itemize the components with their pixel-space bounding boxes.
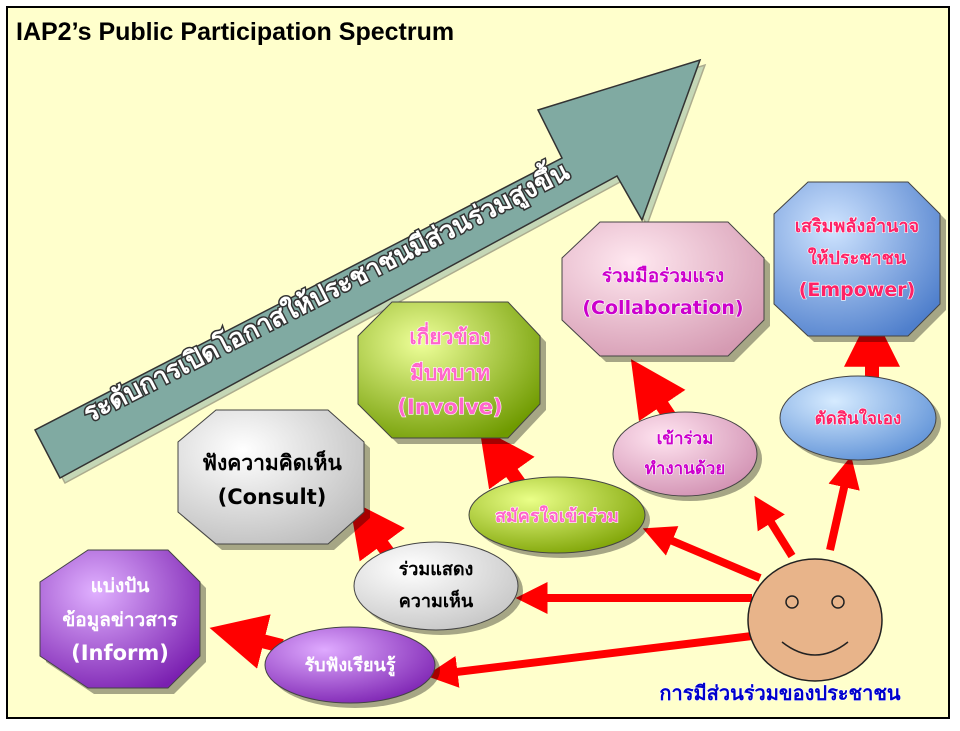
involve-line-2: มีบทบาท [410, 361, 490, 385]
action-express: ร่วมแสดง ความเห็น [353, 541, 523, 635]
empower-line-1: เสริมพลังอำนาจ [795, 216, 919, 237]
consult-line-1: ฟังความคิดเห็น [202, 449, 342, 475]
collab-line-2: (Collaboration) [582, 297, 743, 319]
arrow-to-listen [425, 632, 753, 688]
consult-line-2: (Consult) [218, 485, 327, 509]
participate-line-2: ทำงานด้วย [645, 459, 726, 479]
page-title: IAP2’s Public Participation Spectrum [16, 18, 454, 46]
person-arrows [425, 455, 860, 688]
person-caption: การมีส่วนร่วมของประชาชน [659, 681, 901, 705]
action-listen: รับฟังเรียนรู้ [264, 626, 440, 708]
involve-line-1: เกี่ยวข้อง [409, 321, 490, 349]
person-face-icon [747, 558, 883, 682]
inform-line-3: (Inform) [71, 641, 169, 665]
empower-line-3: (Empower) [799, 279, 916, 301]
level-collaboration: ร่วมมือร่วมแรง (Collaboration) [561, 221, 770, 362]
arrow-to-participate [754, 495, 796, 559]
involve-line-3: (Involve) [397, 395, 502, 419]
arrow-listen-inform [209, 614, 284, 669]
action-volunteer: สมัครใจเข้าร่วม [468, 476, 650, 558]
decide-label: ตัดสินใจเอง [815, 408, 902, 429]
action-participate: เข้าร่วม ทำงานด้วย [612, 411, 762, 501]
arrow-to-decide [826, 455, 860, 551]
empower-line-2: ให้ประชาชน [808, 247, 907, 269]
express-line-2: ความเห็น [399, 589, 474, 612]
listen-label: รับฟังเรียนรู้ [305, 655, 396, 677]
participate-line-1: เข้าร่วม [657, 429, 714, 449]
express-line-1: ร่วมแสดง [399, 559, 474, 580]
level-consult: ฟังความคิดเห็น (Consult) [177, 409, 370, 550]
level-empower: เสริมพลังอำนาจ ให้ประชาชน (Empower) [773, 181, 946, 342]
arrow-to-volunteer [642, 526, 762, 582]
volunteer-label: สมัครใจเข้าร่วม [495, 505, 619, 527]
inform-line-1: แบ่งปัน [91, 575, 150, 597]
inform-line-2: ข้อมูลข่าวสาร [62, 609, 178, 632]
level-involve: เกี่ยวข้อง มีบทบาท (Involve) [357, 301, 546, 444]
collab-line-1: ร่วมมือร่วมแรง [602, 265, 724, 287]
level-inform: แบ่งปัน ข้อมูลข่าวสาร (Inform) [39, 549, 206, 694]
action-decide: ตัดสินใจเอง [779, 375, 941, 465]
